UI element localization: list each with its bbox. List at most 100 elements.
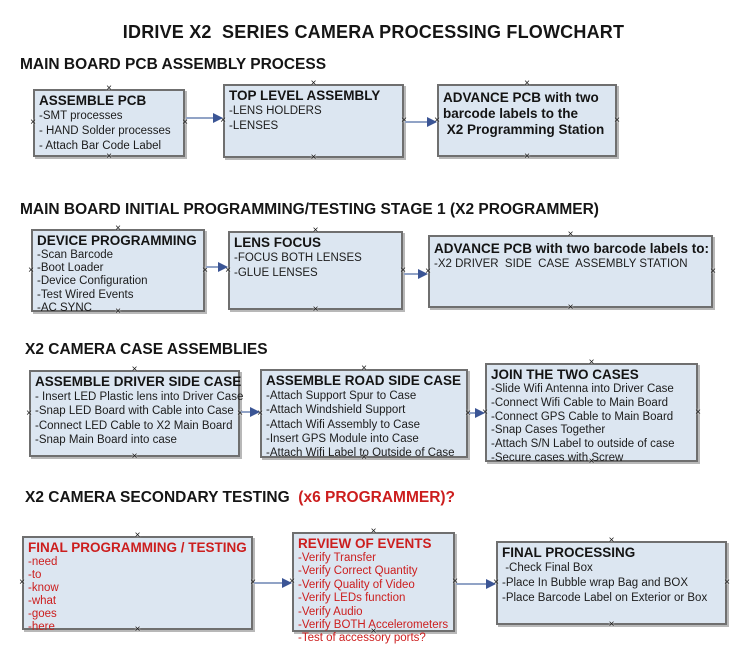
box-item: -Place Barcode Label on Exterior or Box xyxy=(502,592,708,604)
arrow-head-icon xyxy=(213,113,223,123)
connection-handle-icon xyxy=(370,527,378,537)
box-item: -Connect Wifi Cable to Main Board xyxy=(491,396,669,409)
box-title: ASSEMBLE PCB xyxy=(39,93,147,108)
connection-handle-icon xyxy=(360,364,368,374)
arrow-line xyxy=(186,117,215,119)
flowchart-title: IDRIVE X2 SERIES CAMERA PROCESSING FLOWC… xyxy=(122,22,625,42)
process-box-assemble-driver-side-case: ASSEMBLE DRIVER SIDE CASE - Insert LED P… xyxy=(29,370,243,457)
connection-handle-icon xyxy=(613,116,621,126)
arrow-head-icon xyxy=(218,262,228,272)
box-title: DEVICE PROGRAMMING xyxy=(37,233,197,248)
box-title: ASSEMBLE DRIVER SIDE CASE xyxy=(35,374,242,389)
box-item: -Device Configuration xyxy=(37,275,148,288)
box-item: -Verify Transfer xyxy=(298,552,376,564)
connection-handle-icon xyxy=(27,266,35,276)
box-item: -Boot Loader xyxy=(37,262,104,275)
box-item: -Slide Wifi Antenna into Driver Case xyxy=(491,383,674,395)
arrow-head-icon xyxy=(427,117,437,127)
connector-arrow xyxy=(206,261,228,273)
connection-handle-icon xyxy=(567,230,575,240)
process-box-advance-pcb-programming-station: ADVANCE PCB with two barcode labels to t… xyxy=(437,84,617,157)
arrow-head-icon xyxy=(282,578,292,588)
box-item: -know xyxy=(28,582,59,594)
connection-handle-icon xyxy=(18,578,26,588)
box-item: -Check Final Box xyxy=(502,562,593,574)
box-item: -Attach Wifi Assembly to Case xyxy=(266,418,421,431)
arrow-line xyxy=(405,121,429,123)
connection-handle-icon xyxy=(608,536,616,546)
box-item: -LENSES xyxy=(229,120,279,132)
box-item: -GLUE LENSES xyxy=(234,267,318,279)
box-item: -X2 DRIVER SIDE CASE ASSEMBLY STATION xyxy=(434,258,688,270)
box-title: FINAL PROCESSING xyxy=(502,545,636,560)
connection-handle-icon xyxy=(360,453,368,463)
connection-handle-icon xyxy=(312,305,320,315)
box-item: -what xyxy=(28,595,57,607)
box-item: -Attach Windshield Support xyxy=(266,404,406,417)
connection-handle-icon xyxy=(723,578,731,588)
process-box-assemble-pcb: ASSEMBLE PCB -SMT processes - HAND Solde… xyxy=(33,89,185,157)
process-box-assemble-road-side-case: ASSEMBLE ROAD SIDE CASE -Attach Support … xyxy=(260,369,468,460)
process-box-join-the-two-cases: JOIN THE TWO CASES -Slide Wifi Antenna i… xyxy=(485,363,698,464)
connection-handle-icon xyxy=(608,620,616,630)
box-item: -Test Wired Events xyxy=(37,288,134,301)
process-box-top-level-assembly: TOP LEVEL ASSEMBLY -LENS HOLDERS -LENSES xyxy=(223,84,404,158)
process-box-review-of-events: REVIEW OF EVENTS -Verify Transfer -Verif… xyxy=(292,532,455,644)
box-title: TOP LEVEL ASSEMBLY xyxy=(229,88,381,103)
connector-arrow xyxy=(241,406,260,418)
box-title: LENS FOCUS xyxy=(234,235,322,250)
box-item: -Scan Barcode xyxy=(37,249,114,261)
connector-arrow xyxy=(186,112,223,124)
box-item: -LENS HOLDERS xyxy=(229,105,322,117)
section-heading-red-part: (x6 PROGRAMMER)? xyxy=(289,489,456,506)
box-item: -Connect LED Cable to X2 Main Board xyxy=(35,419,233,432)
box-item: -Connect GPS Cable to Main Board xyxy=(491,410,674,423)
box-item: -Place In Bubble wrap Bag and BOX xyxy=(502,577,689,589)
connection-handle-icon xyxy=(25,409,33,419)
box-item: -Attach Wifi Label to Outside of Case xyxy=(266,447,455,460)
box-item: -need xyxy=(28,556,58,568)
section-heading-secondary-testing: X2 CAMERA SECONDARY TESTING (x6 PROGRAMM… xyxy=(25,489,455,507)
box-item: -Verify Quality of Video xyxy=(298,578,415,591)
box-item: -Snap LED Board with Cable into Case xyxy=(35,405,234,418)
connection-handle-icon xyxy=(523,79,531,89)
section-heading-case-assemblies: X2 CAMERA CASE ASSEMBLIES xyxy=(25,341,268,358)
box-item: - HAND Solder processes xyxy=(39,125,171,137)
connector-arrow xyxy=(456,578,496,590)
connection-handle-icon xyxy=(523,152,531,162)
arrow-line xyxy=(469,412,477,414)
connection-handle-icon xyxy=(131,365,139,375)
connection-handle-icon xyxy=(312,226,320,236)
arrow-head-icon xyxy=(475,408,485,418)
box-item: -here xyxy=(28,621,55,633)
arrow-line xyxy=(241,411,252,413)
box-item: -Attach Support Spur to Case xyxy=(266,390,417,402)
box-item: -Secure cases with Screw xyxy=(491,451,624,464)
connection-handle-icon xyxy=(105,84,113,94)
section-heading-pcb-assembly: MAIN BOARD PCB ASSEMBLY PROCESS xyxy=(20,56,327,73)
box-item: -Insert GPS Module into Case xyxy=(266,432,419,445)
arrow-line xyxy=(254,582,284,584)
arrow-line xyxy=(206,266,220,268)
process-box-final-processing: FINAL PROCESSING -Check Final Box -Place… xyxy=(496,541,727,625)
connection-handle-icon xyxy=(105,152,113,162)
connector-arrow xyxy=(254,577,292,589)
box-item: -to xyxy=(28,569,42,581)
connection-handle-icon xyxy=(134,531,142,541)
box-item: -Test of accessory ports? xyxy=(298,632,426,645)
connection-handle-icon xyxy=(310,79,318,89)
box-item: -SMT processes xyxy=(39,110,123,122)
section-heading-initial-programming: MAIN BOARD INITIAL PROGRAMMING/TESTING S… xyxy=(20,201,599,218)
box-title: ADVANCE PCB with two barcode labels to t… xyxy=(443,90,605,137)
box-item: -Verify Correct Quantity xyxy=(298,565,418,578)
box-item: -AC SYNC xyxy=(37,301,92,314)
box-item: -Snap Main Board into case xyxy=(35,433,177,446)
connection-handle-icon xyxy=(588,358,596,368)
connection-handle-icon xyxy=(310,153,318,163)
arrow-head-icon xyxy=(486,579,496,589)
box-title: FINAL PROGRAMMING / TESTING xyxy=(28,540,247,555)
connection-handle-icon xyxy=(588,457,596,467)
connection-handle-icon xyxy=(29,118,37,128)
connection-handle-icon xyxy=(114,307,122,317)
